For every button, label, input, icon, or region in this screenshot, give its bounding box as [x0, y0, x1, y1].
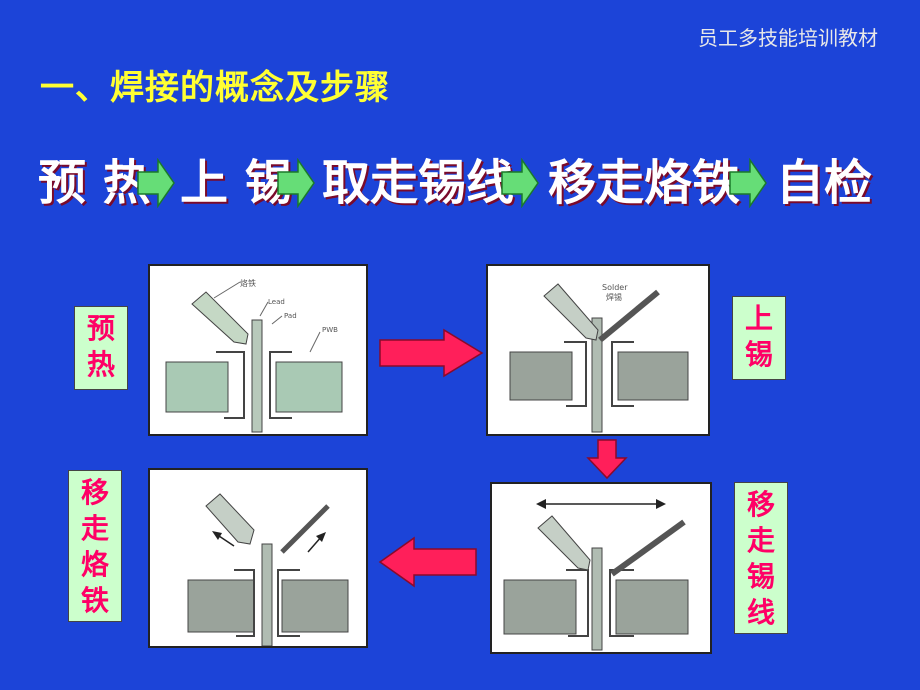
section-title: 一、焊接的概念及步骤: [40, 68, 390, 108]
label-preheat: 预热: [74, 306, 128, 390]
flow-arrow-icon: [501, 158, 539, 208]
diagram-preheat: 烙铁 Lead Pad PWB: [148, 264, 368, 436]
flow-arrow-icon: [277, 158, 315, 208]
diagram-remove-iron: [148, 468, 368, 648]
label-remove-wire: 移走 锡线: [734, 482, 788, 634]
process-arrow-icon: [379, 328, 484, 378]
flow-step-add-solder: 上 锡: [180, 155, 293, 211]
diagram-remove-wire: [490, 482, 712, 654]
diagram-add-solder: Solder 焊锡: [486, 264, 710, 436]
svg-text:焊锡: 焊锡: [606, 292, 622, 302]
svg-text:烙铁: 烙铁: [240, 278, 256, 288]
flow-step-self-check: 自检: [776, 155, 873, 211]
svg-text:Pad: Pad: [284, 312, 297, 320]
flow-step-remove-wire: 取走锡线: [322, 155, 515, 211]
process-arrow-icon: [378, 536, 477, 588]
header-note: 员工多技能培训教材: [698, 26, 878, 50]
label-add-solder: 上锡: [732, 296, 786, 380]
label-remove-iron: 移走 烙铁: [68, 470, 122, 622]
flow-arrow-icon: [729, 158, 767, 208]
flow-step-remove-iron: 移走烙铁: [548, 155, 741, 211]
svg-text:PWB: PWB: [322, 326, 338, 334]
process-arrow-icon: [586, 439, 628, 480]
flow-arrow-icon: [137, 158, 175, 208]
flow-step-preheat: 预 热: [38, 155, 151, 211]
svg-text:Solder: Solder: [602, 283, 628, 292]
svg-text:Lead: Lead: [268, 298, 285, 306]
